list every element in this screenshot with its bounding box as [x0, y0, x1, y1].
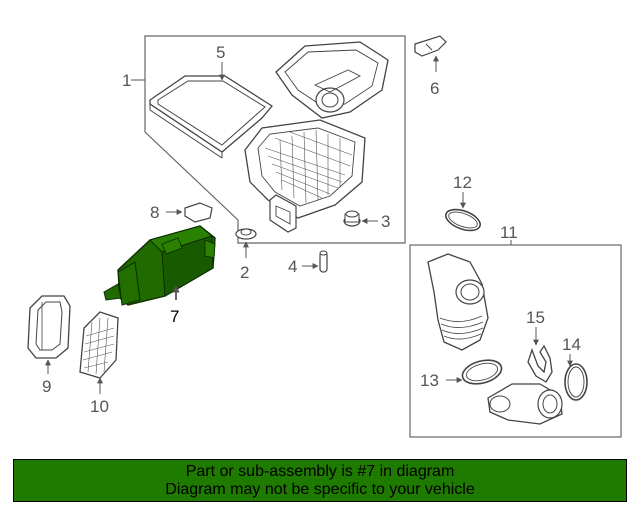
callout-2: 2 — [240, 263, 249, 282]
rubber-mount[interactable] — [235, 228, 257, 240]
pin[interactable] — [319, 250, 328, 273]
callout-10: 10 — [90, 397, 109, 416]
callout-3: 3 — [381, 212, 390, 231]
callout-11: 11 — [500, 223, 518, 242]
banner-line-2: Diagram may not be specific to your vehi… — [165, 480, 475, 498]
callout-9: 9 — [42, 377, 51, 396]
hose-clamp-12[interactable] — [443, 205, 483, 234]
callout-13: 13 — [420, 371, 439, 390]
callout-14: 14 — [562, 335, 581, 354]
upper-housing-cover — [275, 41, 389, 119]
callout-7: 7 — [170, 307, 179, 326]
callout-1: 1 — [122, 71, 131, 90]
spring-clip[interactable] — [527, 344, 553, 383]
callout-12: 12 — [453, 173, 472, 192]
clip[interactable] — [184, 202, 213, 223]
mass-airflow-sensor[interactable] — [414, 35, 447, 57]
inlet-snorkel[interactable] — [27, 295, 71, 359]
intake-duct-highlighted[interactable] — [103, 225, 216, 306]
callout-5: 5 — [216, 43, 225, 62]
lower-housing — [244, 119, 366, 233]
fitment-notice-banner: Part or sub-assembly is #7 in diagram Di… — [13, 459, 627, 502]
o-ring[interactable] — [564, 363, 588, 401]
assembly-11-box — [409, 244, 622, 438]
intake-hose[interactable] — [427, 253, 563, 425]
air-filter-element[interactable] — [149, 75, 273, 159]
grommet[interactable] — [343, 210, 361, 227]
callout-6: 6 — [430, 79, 439, 98]
hose-clamp-13[interactable] — [460, 356, 504, 388]
callout-15: 15 — [526, 308, 545, 327]
banner-line-1: Part or sub-assembly is #7 in diagram — [185, 462, 455, 480]
callout-8: 8 — [150, 203, 159, 222]
callout-4: 4 — [288, 257, 297, 276]
intake-screen[interactable] — [79, 311, 119, 379]
assembly-1-box — [144, 35, 406, 244]
